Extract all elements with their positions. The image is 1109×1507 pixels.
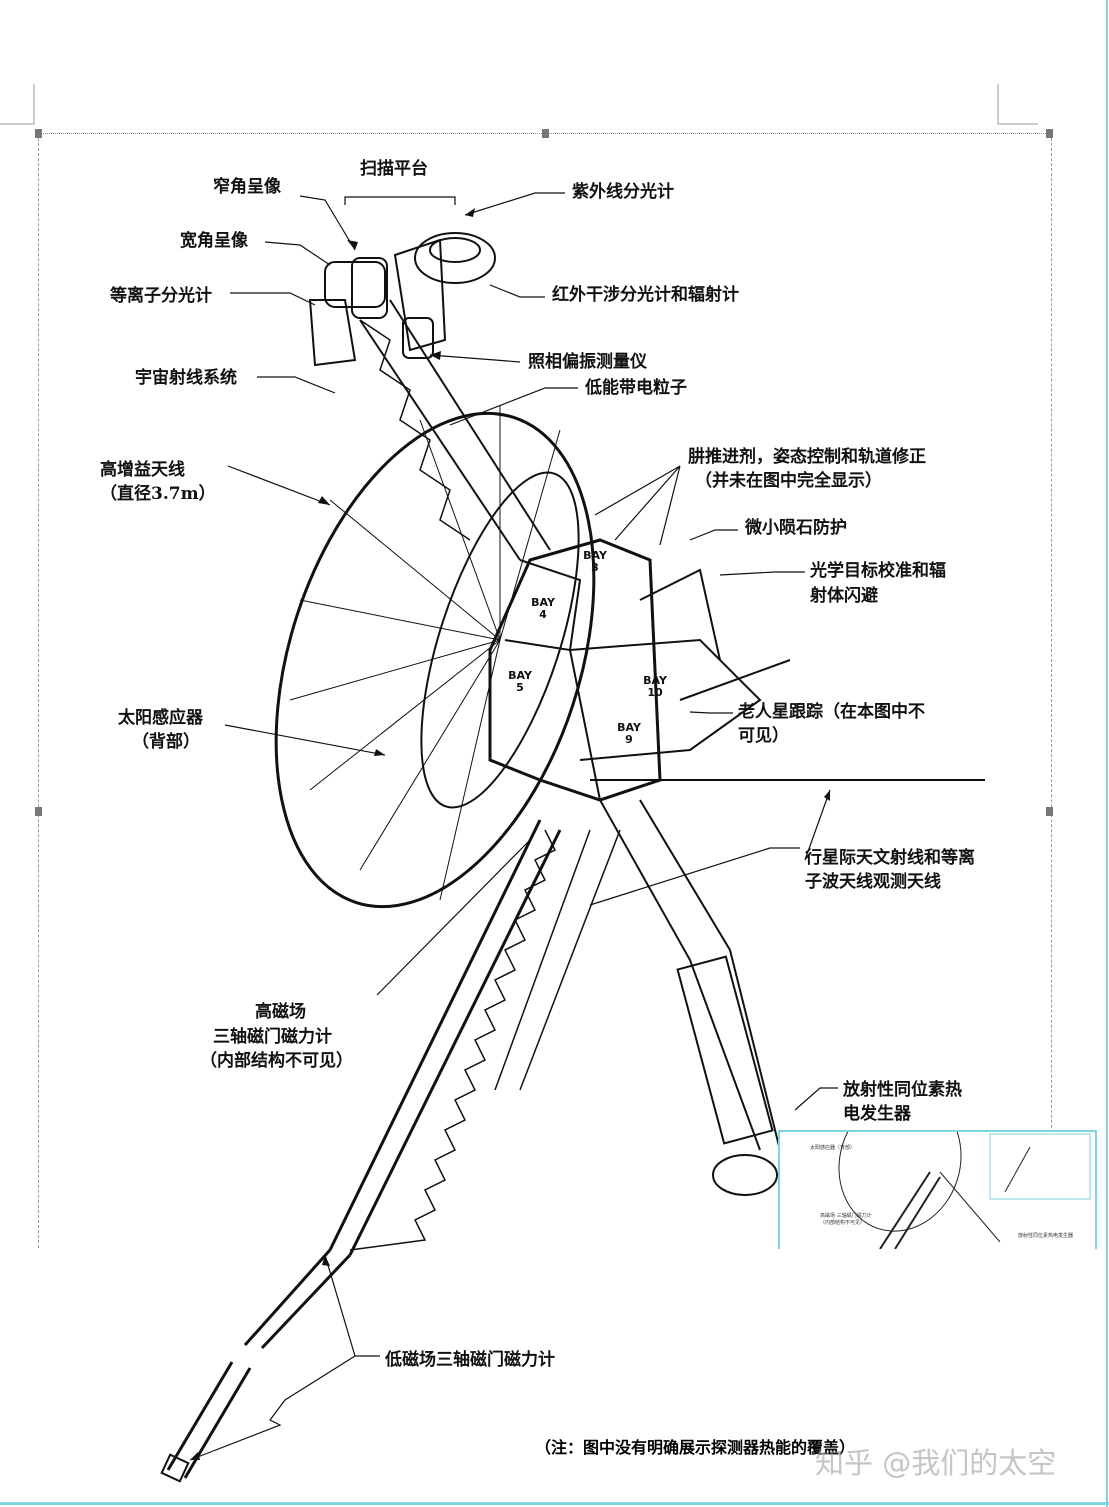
label-hydrazine-note: （并未在图中完全显示） xyxy=(695,471,882,491)
resize-handle[interactable] xyxy=(1046,807,1053,816)
science-boom xyxy=(359,299,551,561)
bay-3-label: BAY 3 xyxy=(583,549,607,574)
label-rtg-2: 电发生器 xyxy=(843,1104,911,1124)
label-hydrazine: 肼推进剂，姿态控制和轨道修正 xyxy=(688,447,926,467)
watermark: 知乎 @我们的太空 xyxy=(815,1446,1057,1480)
label-scan-platform: 扫描平台 xyxy=(360,159,428,179)
label-cosmic-ray: 宇宙射线系统 xyxy=(135,368,237,388)
label-hfm-3: （内部结构不可见） xyxy=(200,1051,353,1071)
thumbnail-drawing xyxy=(838,1132,1091,1249)
resize-handle[interactable] xyxy=(542,129,549,138)
leader-lines xyxy=(189,192,838,1461)
thumbnail-hfm-label: 高磁场 三轴磁门磁力计 （内部结构不可见） xyxy=(820,1213,872,1226)
rtg-boom xyxy=(599,799,781,1196)
label-canopus-tracker: 老人星跟踪（在本图中不 xyxy=(738,702,925,722)
label-pra-antenna: 行星际天文射线和等离 xyxy=(805,848,975,868)
magnetometer-boom xyxy=(160,819,562,1483)
thumbnail-inset[interactable]: 太阳感应器（背部） 高磁场 三轴磁门磁力计 （内部结构不可见） 放射性同位素热电… xyxy=(778,1130,1097,1249)
bay-10-label: BAY 10 xyxy=(643,674,667,699)
label-sun-sensor-2: （背部） xyxy=(132,732,200,752)
thumbnail-rtg-label: 放射性同位素热电发生器 xyxy=(1018,1233,1074,1239)
bottom-border xyxy=(0,1502,1109,1505)
right-border xyxy=(1106,0,1108,1507)
label-lfm: 低磁场三轴磁门磁力计 xyxy=(385,1350,555,1370)
label-hfm: 高磁场 xyxy=(255,1002,306,1022)
resize-handle[interactable] xyxy=(35,807,42,816)
label-pra-antenna-2: 子波天线观测天线 xyxy=(805,872,941,892)
label-canopus-tracker-2: 可见） xyxy=(738,726,789,746)
label-micrometeoroid: 微小陨石防护 xyxy=(745,518,847,538)
label-rtg: 放射性同位素热 xyxy=(843,1080,962,1100)
thumbnail-sun-label: 太阳感应器（背部） xyxy=(810,1145,856,1151)
resize-handle[interactable] xyxy=(1046,129,1053,138)
label-optical-calibration-2: 射体闪避 xyxy=(810,586,878,606)
scan-platform xyxy=(308,232,496,367)
label-optical-calibration: 光学目标校准和辐 xyxy=(810,561,946,581)
bay-9-label: BAY 9 xyxy=(617,721,641,746)
label-ir-spectrometer: 红外干涉分光计和辐射计 xyxy=(552,285,739,305)
resize-handle[interactable] xyxy=(35,129,42,138)
label-plasma-spectrometer: 等离子分光计 xyxy=(110,286,212,306)
bay-4-label: BAY 4 xyxy=(531,596,555,621)
label-photopolarimeter: 照相偏振测量仪 xyxy=(528,352,647,372)
bay-5-label: BAY 5 xyxy=(508,669,532,694)
label-uv-spectrometer: 紫外线分光计 xyxy=(572,182,674,202)
footnote: （注：图中没有明确展示探测器热能的覆盖） xyxy=(535,1438,856,1457)
label-low-energy-particles: 低能带电粒子 xyxy=(585,378,687,398)
high-gain-antenna xyxy=(274,405,596,909)
label-sun-sensor: 太阳感应器 xyxy=(118,708,203,728)
label-hfm-2: 三轴磁门磁力计 xyxy=(213,1027,332,1047)
label-wide-angle-camera: 宽角呈像 xyxy=(180,231,248,251)
label-hga: 高增益天线 xyxy=(100,460,185,480)
label-narrow-angle-camera: 窄角呈像 xyxy=(213,177,281,197)
label-hga-diameter: （直径3.7m） xyxy=(100,484,216,504)
